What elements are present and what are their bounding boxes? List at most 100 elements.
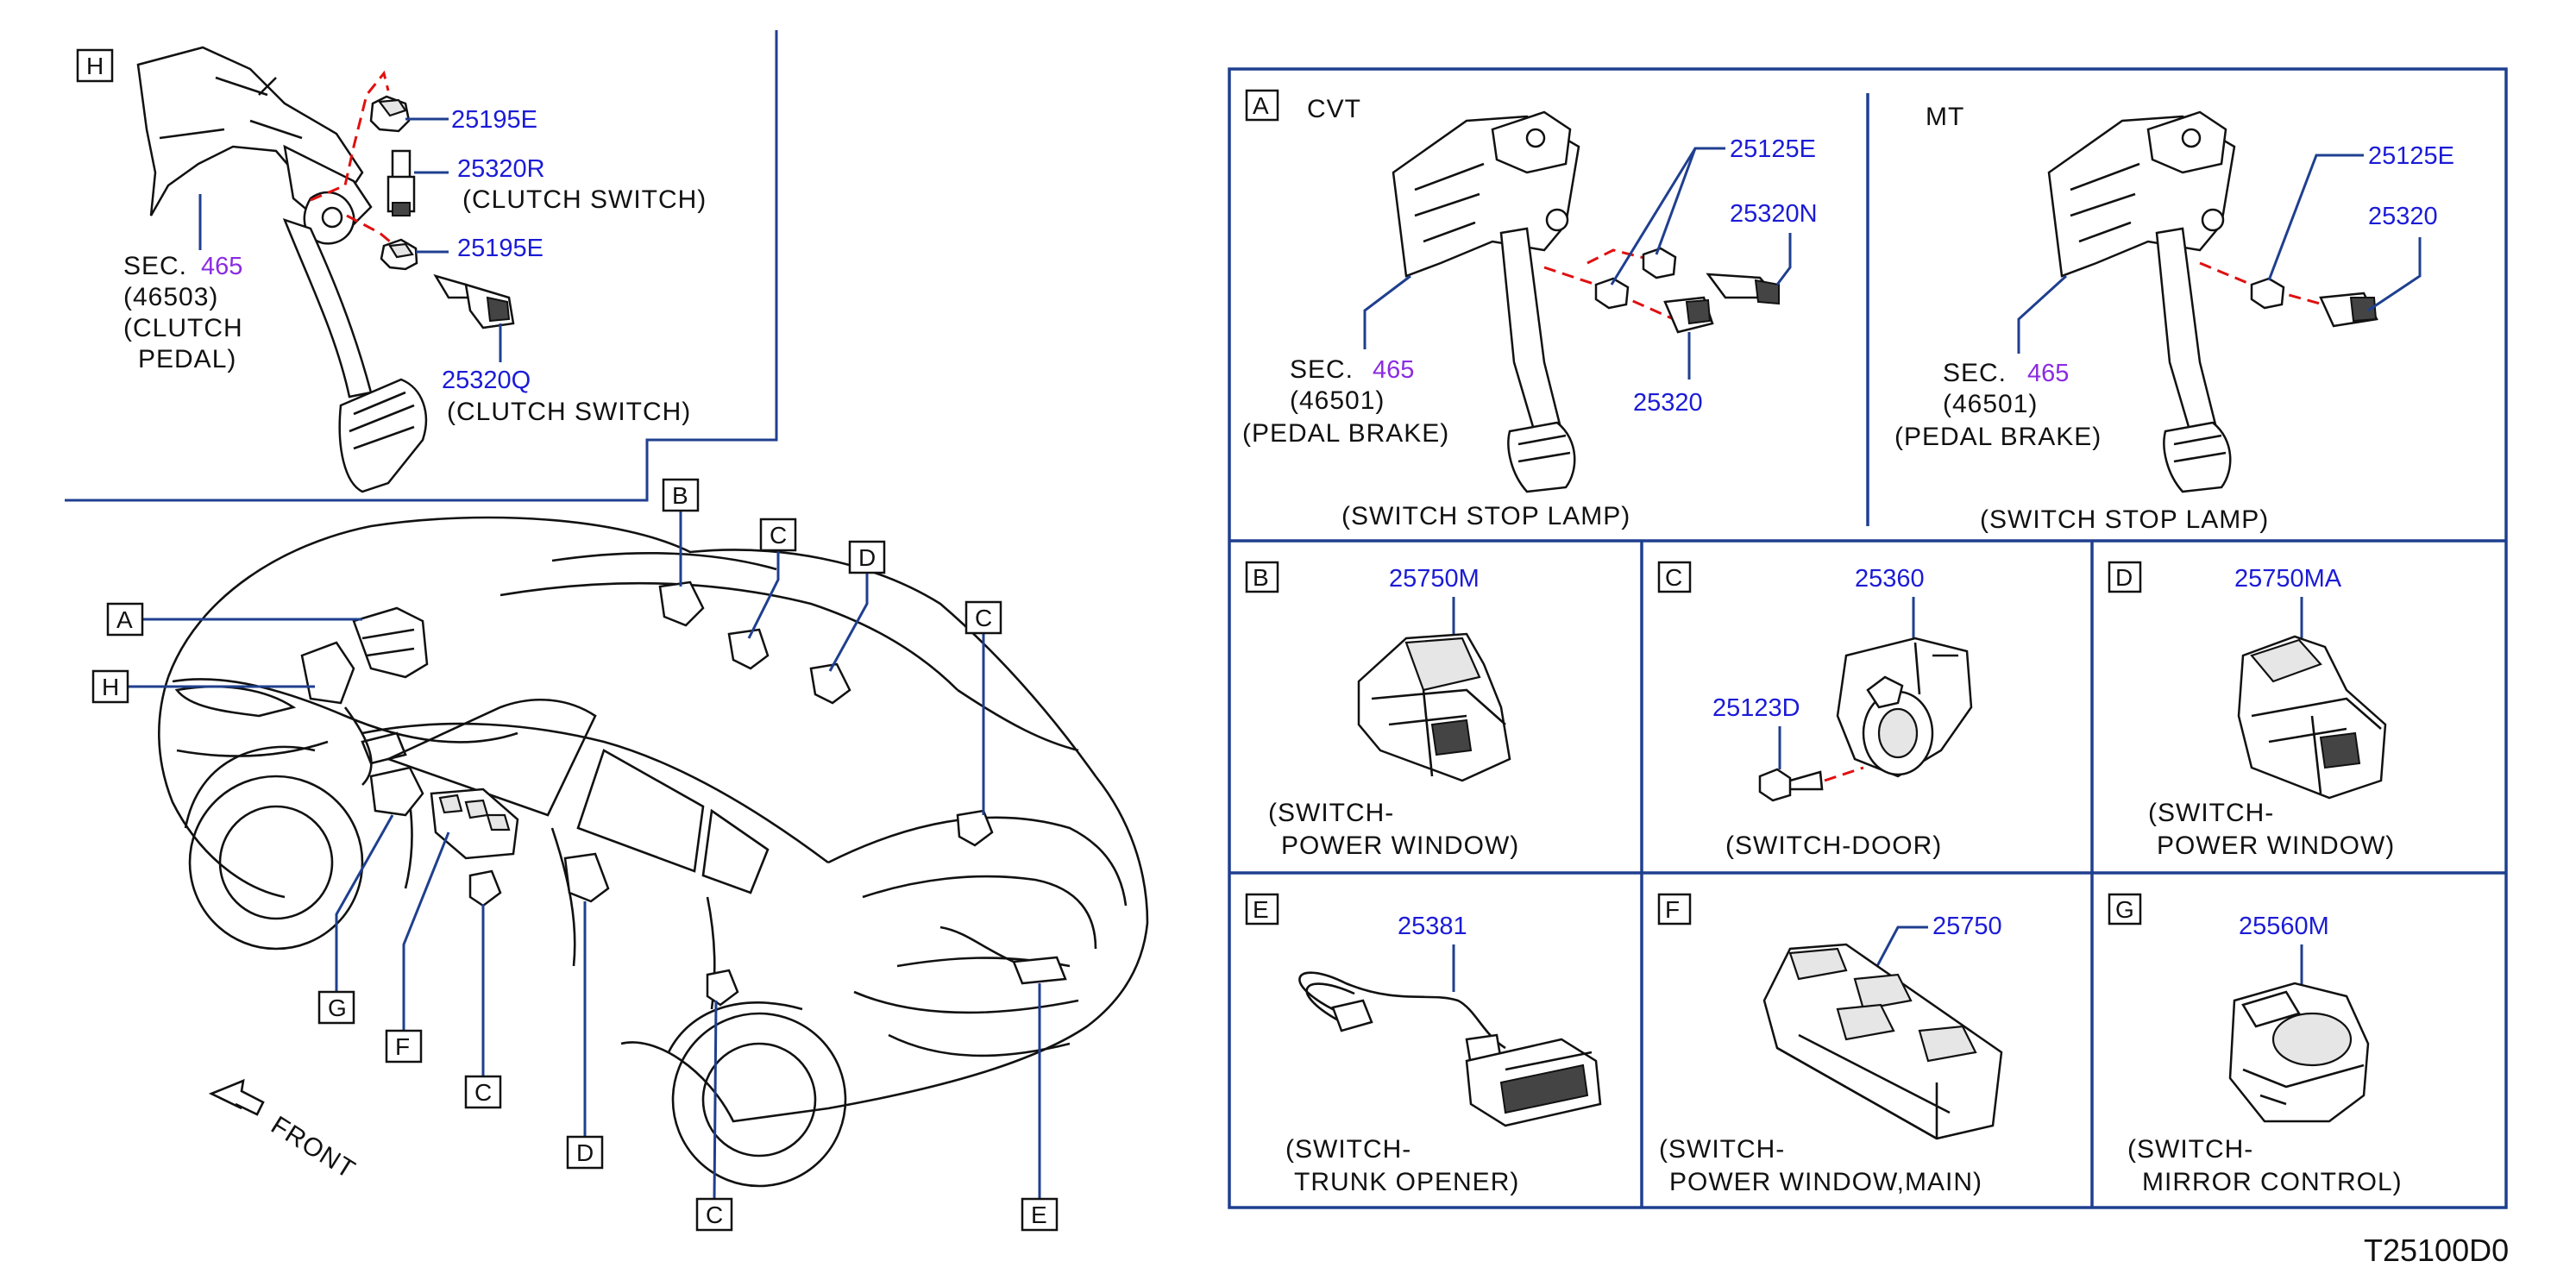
car-tag-a: A: [116, 606, 133, 633]
part-25195e-lower: [380, 238, 418, 271]
inset-h-sec-sub: (46503): [123, 283, 218, 311]
panel-c-tag: C: [1665, 564, 1682, 591]
panel-d-tag: D: [2115, 564, 2133, 591]
panel-g-tag: G: [2115, 896, 2134, 923]
panel-a-left-part-3: 25320: [1633, 389, 1703, 417]
cvt-25320: [1663, 296, 1714, 334]
panel-e-caption-2: TRUNK OPENER): [1294, 1168, 1519, 1196]
trunk-opener-switch-drawing: [1298, 971, 1602, 1127]
panel-e-tag: E: [1253, 896, 1269, 923]
car-tag-c3: C: [474, 1079, 492, 1106]
vehicle-switch-b: [658, 580, 705, 627]
panel-a-left-caption: (SWITCH STOP LAMP): [1341, 502, 1630, 530]
vehicle-switch-d2: [563, 852, 610, 903]
panel-g-caption-1: (SWITCH-: [2127, 1135, 2253, 1164]
inset-h-part-3: 25195E: [457, 235, 543, 262]
part-25320r: [386, 149, 416, 216]
mirror-control-switch-drawing: [2228, 982, 2370, 1123]
vehicle-switch-c4: [706, 969, 739, 1007]
panel-grid: [1228, 67, 2508, 1209]
panel-f-caption-2: POWER WINDOW,MAIN): [1669, 1168, 1982, 1196]
inset-h-part-1: 25195E: [451, 106, 537, 134]
panel-a-tag: A: [1253, 92, 1269, 119]
panel-c-part: 25360: [1855, 565, 1925, 593]
panel-d: D 25750MA (SWITCH- POWER WINDOW): [2108, 561, 2395, 860]
mt-25125e: [2250, 277, 2285, 310]
car-tag-c1: C: [770, 522, 787, 549]
panel-f-tag: F: [1665, 896, 1680, 923]
vehicle-switch-f: [430, 787, 519, 860]
front-arrow: FRONT: [208, 1078, 361, 1184]
panel-a-left-part-1: 25125E: [1730, 135, 1816, 163]
panel-e-part: 25381: [1398, 913, 1467, 940]
inset-h: H 25195E 25320R (CLUTCH: [65, 30, 778, 502]
clutch-pedal-drawing: [136, 46, 427, 493]
panel-f: F 25750 (SWITCH- POWER WINDOW,MAIN): [1657, 893, 2003, 1196]
front-label: FRONT: [266, 1111, 360, 1184]
inset-h-part-4-desc: (CLUTCH SWITCH): [447, 398, 691, 426]
panel-f-caption-1: (SWITCH-: [1659, 1135, 1785, 1164]
panel-g-part: 25560M: [2239, 913, 2329, 940]
vehicle-switch-c1: [727, 628, 770, 670]
panel-a-left-sec-sub: (46501): [1290, 386, 1385, 415]
vehicle-switch-e: [939, 925, 1067, 985]
part-25320q: [433, 273, 515, 329]
panel-e-caption-1: (SWITCH-: [1285, 1135, 1411, 1164]
panel-a-right-sec-desc: (PEDAL BRAKE): [1894, 423, 2102, 451]
panel-d-part: 25750MA: [2234, 565, 2342, 593]
mt-25320: [2319, 292, 2378, 328]
panel-c-caption-1: (SWITCH-DOOR): [1725, 831, 1942, 860]
inset-h-sec-prefix: SEC.: [123, 252, 187, 280]
inset-h-part-2-desc: (CLUTCH SWITCH): [462, 185, 707, 214]
cvt-25320n: [1706, 273, 1780, 305]
panel-a-right-caption: (SWITCH STOP LAMP): [1980, 505, 2269, 534]
power-window-switch-d-drawing: [2237, 635, 2387, 800]
panel-a-right-part-2: 25320: [2368, 203, 2438, 230]
screw-25123d: [1758, 766, 1864, 802]
panel-f-part: 25750: [1932, 913, 2002, 940]
panel-g: G 25560M (SWITCH- MIRROR CONTROL): [2108, 893, 2403, 1196]
panel-a-right-part-1: 25125E: [2368, 142, 2454, 170]
car-tag-c2: C: [975, 605, 992, 631]
cvt-25125e-b: [1594, 277, 1630, 310]
panel-c-part-2: 25123D: [1712, 694, 1800, 722]
cvt-25125e-a: [1642, 247, 1677, 279]
panel-d-caption-2: POWER WINDOW): [2157, 831, 2395, 860]
car-tag-h: H: [102, 674, 119, 700]
panel-a-left-sec-num: 465: [1373, 356, 1414, 384]
panel-a-left-variant: CVT: [1307, 95, 1361, 123]
panel-a-left-part-2: 25320N: [1730, 200, 1818, 228]
panel-a-left-sec-desc: (PEDAL BRAKE): [1242, 419, 1449, 448]
panel-g-caption-2: MIRROR CONTROL): [2142, 1168, 2403, 1196]
mt-brake-pedal-drawing: [2047, 110, 2330, 493]
car-tag-f: F: [395, 1033, 410, 1060]
inset-h-tag: H: [86, 53, 104, 79]
vehicle-callouts: A H B C D C G F C D C E: [91, 478, 1059, 1232]
vehicle-switch-a: [352, 606, 429, 679]
vehicle-switch-c2: [956, 809, 994, 847]
panel-c: C 25360 25123D (SWITCH-DOOR): [1657, 561, 1973, 860]
panel-a: A CVT MT 2: [1242, 89, 2454, 534]
vehicle-outline: [158, 516, 1149, 1188]
panel-b-part: 25750M: [1389, 565, 1480, 593]
car-tag-g: G: [328, 995, 347, 1021]
inset-h-part-2: 25320R: [457, 155, 545, 183]
door-switch-drawing: [1836, 637, 1973, 778]
inset-h-border: [65, 30, 778, 502]
power-window-switch-b-drawing: [1357, 632, 1511, 782]
panel-a-right-variant: MT: [1926, 103, 1964, 131]
panel-b-caption-2: POWER WINDOW): [1281, 831, 1519, 860]
panel-a-left-sec-prefix: SEC.: [1290, 355, 1354, 384]
car-tag-d2: D: [576, 1139, 594, 1166]
vehicle-switch-c3: [468, 869, 502, 907]
inset-h-sec-desc2: PEDAL): [138, 345, 236, 373]
panel-b: B 25750M (SWITCH- POWER WINDOW): [1245, 561, 1519, 860]
inset-h-sec-num: 465: [201, 253, 242, 280]
panel-d-caption-1: (SWITCH-: [2148, 799, 2274, 827]
inset-h-sec-desc1: (CLUTCH: [123, 314, 243, 342]
car-tag-c4: C: [706, 1202, 723, 1228]
inset-h-tag-box: [76, 48, 114, 83]
front-arrow-icon: [208, 1078, 265, 1116]
drawing-code: T25100D0: [2364, 1233, 2509, 1268]
panel-b-caption-1: (SWITCH-: [1268, 799, 1394, 827]
